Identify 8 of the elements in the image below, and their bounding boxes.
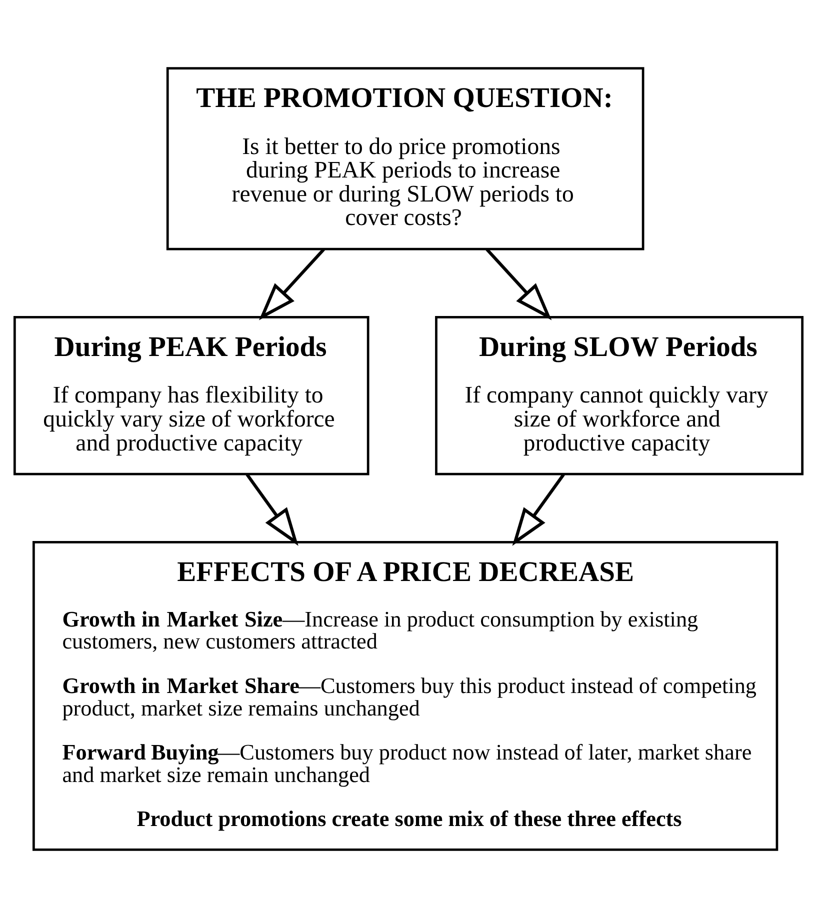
node-box: During PEAK Periods If company has flexibility to quickly vary size of workforce and productive capacity xyxy=(13,316,370,476)
arrow xyxy=(246,474,298,546)
arrow xyxy=(486,248,552,320)
node-box: THE PROMOTION QUESTION: Is it better to do price promotions during PEAK periods to increase revenue or during SLOW periods to cover costs? xyxy=(166,67,644,250)
arrow xyxy=(512,474,565,546)
node-box: EFFECTS OF A PRICE DECREASE Growth in Market Size—Increase in product consumption by existing customers, new customers attracted Growth in Market Share—Customers buy this product instead of competing product, market size remains unchanged Forward Buying—Customers buy product now instead of later, market share and market size remain unchanged Product promotions create some mix of these three effects xyxy=(32,541,778,851)
node-box: During SLOW Periods If company cannot quickly vary size of workforce and productive capacity xyxy=(435,316,804,476)
arrow xyxy=(258,248,326,320)
